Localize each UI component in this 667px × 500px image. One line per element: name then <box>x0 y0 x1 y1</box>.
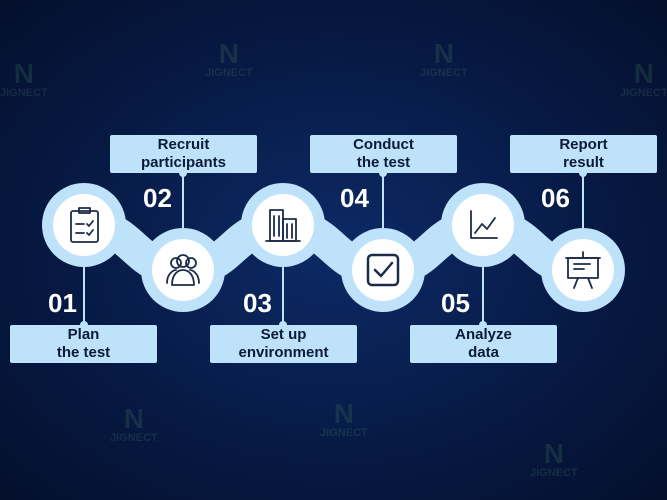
step-number-03: 03 <box>243 288 272 318</box>
people-group-icon <box>166 254 200 286</box>
presentation-board-icon <box>565 251 601 289</box>
step-number-01: 01 <box>48 288 77 318</box>
connector-lines <box>83 173 584 325</box>
line-chart-icon <box>470 210 498 239</box>
step-number-02: 02 <box>143 183 172 213</box>
buildings-icon <box>265 209 301 242</box>
step-number-04: 04 <box>340 183 369 213</box>
step-number-06: 06 <box>541 183 570 213</box>
clipboard-checklist-icon <box>70 207 99 243</box>
checkbox-icon <box>366 253 400 287</box>
step-number-05: 05 <box>441 288 470 318</box>
